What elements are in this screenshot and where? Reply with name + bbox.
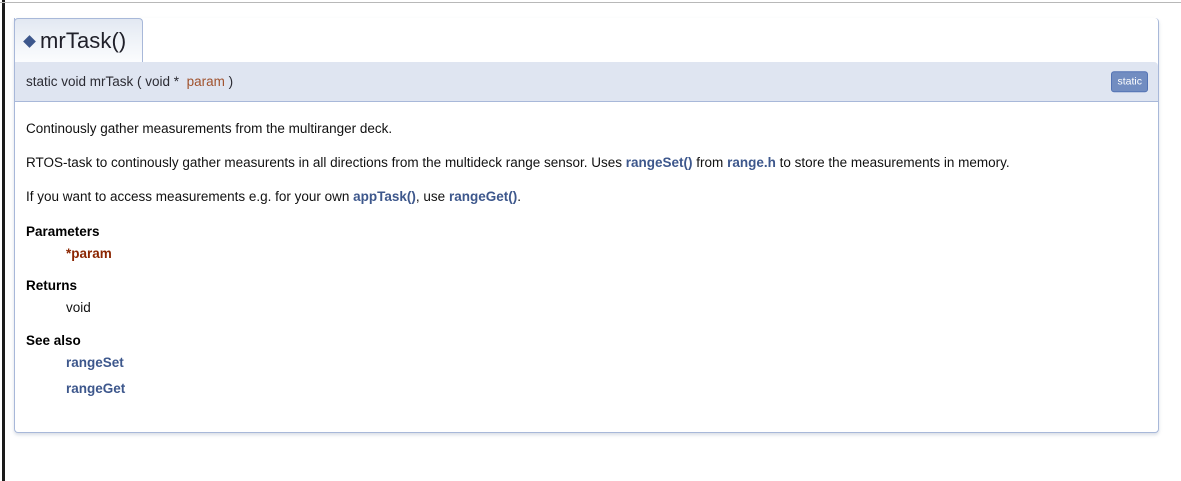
detail-text-1: RTOS-task to continously gather measuren…	[26, 155, 626, 171]
left-edge-strip	[2, 0, 5, 481]
see-also-body: rangeSet rangeGet	[66, 354, 1140, 398]
parameter-name: *param	[66, 245, 112, 261]
detail-text-3: to store the measurements in memory.	[775, 155, 1010, 171]
parameters-body: *param	[66, 245, 1140, 263]
table-row: *param	[66, 245, 112, 263]
usage-text-3: .	[517, 189, 521, 205]
signature-param-type: void *	[145, 74, 183, 89]
usage-text-1: If you want to access measurements e.g. …	[26, 189, 354, 205]
signature-qualifiers: static void	[26, 74, 90, 89]
returns-heading: Returns	[26, 278, 78, 294]
top-separator-rule	[0, 2, 1181, 3]
see-also-section: See also rangeSet rangeGet	[26, 332, 1140, 399]
parameter-name-cell: *param	[66, 245, 112, 263]
parameters-section: Parameters *param	[26, 223, 1140, 263]
list-item: rangeGet	[66, 380, 1140, 398]
detail-text-2: from	[692, 155, 728, 171]
detailed-description: RTOS-task to continously gather measuren…	[26, 154, 1140, 172]
status-badge-static: static	[1111, 70, 1148, 93]
signature-param-name: param	[182, 74, 225, 89]
link-apptask[interactable]: appTask()	[353, 189, 416, 205]
usage-description: If you want to access measurements e.g. …	[26, 188, 1140, 206]
link-rangeset-call[interactable]: rangeSet()	[625, 155, 693, 171]
link-rangeset[interactable]: rangeSet	[66, 354, 124, 370]
brief-description: Continously gather measurements from the…	[26, 120, 1140, 138]
member-item-panel: static void mrTask ( void * param ) stat…	[14, 18, 1159, 434]
returns-value: void	[66, 300, 91, 316]
diamond-bullet-icon	[23, 35, 36, 48]
page-title: mrTask()	[40, 27, 127, 53]
list-item: rangeSet	[66, 354, 1140, 372]
signature-open-paren: (	[133, 74, 146, 89]
returns-section: Returns void	[26, 277, 1140, 317]
parameters-heading: Parameters	[26, 223, 100, 239]
link-rangeget[interactable]: rangeGet	[66, 380, 126, 396]
signature-name: mrTask	[89, 74, 134, 89]
member-signature: static void mrTask ( void * param )	[26, 74, 233, 89]
signature-close-paren: )	[224, 74, 234, 89]
member-title-tab: mrTask()	[14, 18, 144, 62]
parameters-table: *param	[66, 245, 112, 263]
usage-text-2: , use	[415, 189, 449, 205]
link-rangeget-call[interactable]: rangeGet()	[448, 189, 518, 205]
member-prototype-bar: static void mrTask ( void * param ) stat…	[15, 62, 1158, 102]
link-range-h[interactable]: range.h	[727, 155, 776, 171]
member-labels: static	[1111, 70, 1148, 93]
brief-text: Continously gather measurements from the…	[26, 121, 393, 136]
member-documentation: Continously gather measurements from the…	[15, 102, 1158, 433]
see-also-heading: See also	[26, 332, 81, 348]
